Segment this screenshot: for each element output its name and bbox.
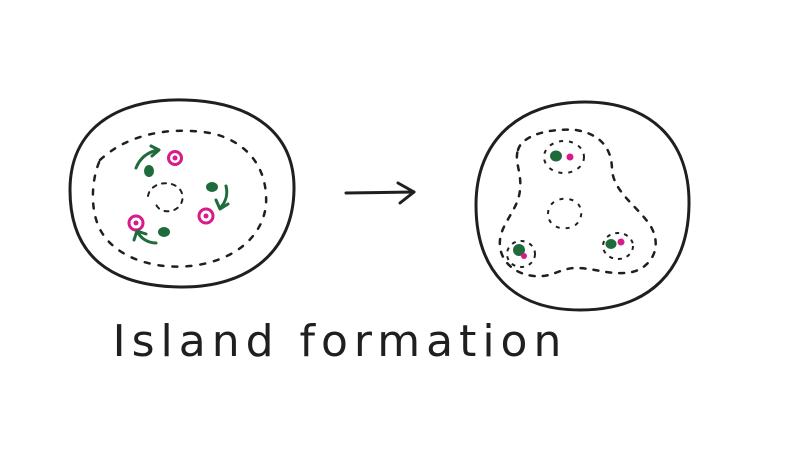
right-left-island-ring <box>506 240 536 268</box>
right-cell-outline <box>474 100 691 312</box>
right-center-island-ring <box>547 197 583 230</box>
right-top-island-ring <box>543 140 585 174</box>
caption-text: Island formation <box>112 316 568 367</box>
left-rotation-arrows <box>132 144 230 245</box>
left-magenta-particles <box>127 150 215 232</box>
right-cell <box>474 100 691 312</box>
transition-arrow <box>344 181 416 205</box>
right-three-lobed-dashed-region <box>498 128 657 278</box>
left-cell-outline <box>68 98 296 289</box>
right-island-particles <box>513 150 625 259</box>
left-green-blobs <box>144 165 218 237</box>
left-outer-dashed-ring <box>91 129 268 268</box>
diagram-caption: Island formation <box>0 316 800 367</box>
left-inner-dashed-swirl <box>147 182 184 213</box>
left-cell <box>68 98 296 289</box>
right-right-island-ring <box>602 232 634 260</box>
